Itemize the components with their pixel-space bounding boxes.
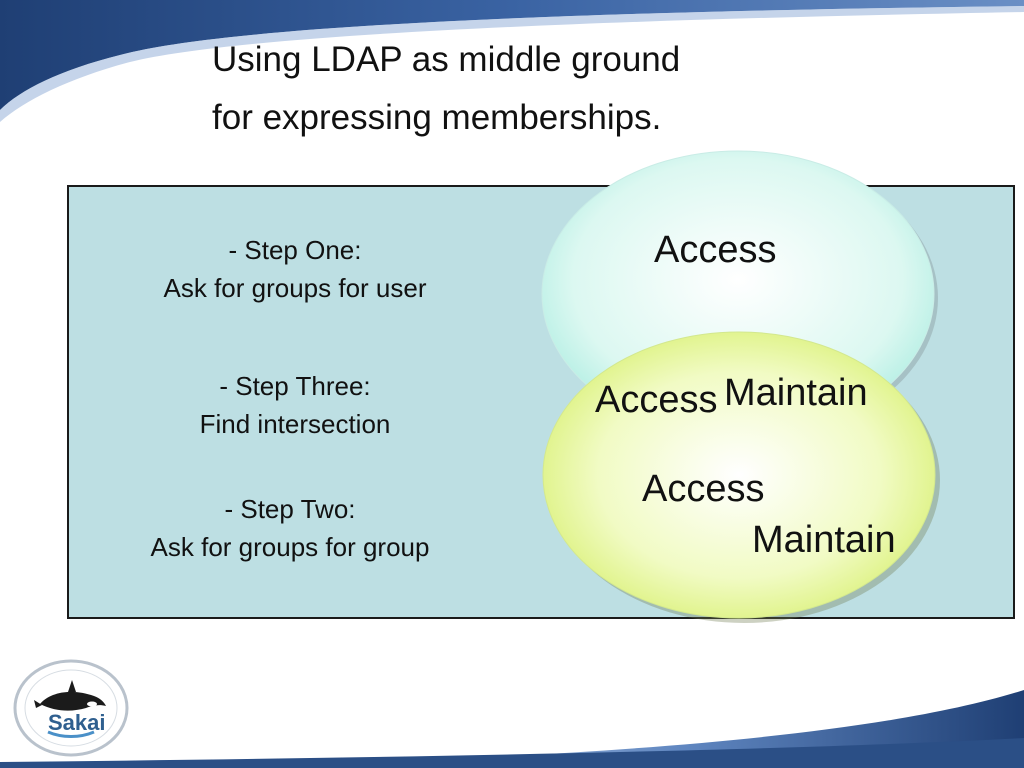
bottom-banner-stripe bbox=[0, 738, 1024, 768]
step-three-heading: - Step Three: bbox=[219, 371, 371, 401]
top-banner-shape bbox=[0, 0, 1024, 110]
step-two-heading: - Step Two: bbox=[224, 494, 356, 524]
slide-title-line-2: for expressing memberships. bbox=[212, 98, 662, 137]
top-circle-label: Access bbox=[654, 229, 777, 271]
sakai-wordmark: Sakai bbox=[48, 710, 106, 735]
step-one: - Step One: Ask for groups for user bbox=[130, 231, 460, 307]
step-two-detail: Ask for groups for group bbox=[150, 532, 430, 562]
step-one-detail: Ask for groups for user bbox=[163, 273, 427, 303]
step-three: - Step Three: Find intersection bbox=[130, 367, 460, 443]
step-two: - Step Two: Ask for groups for group bbox=[110, 490, 470, 566]
step-one-heading: - Step One: bbox=[228, 235, 362, 265]
step-three-detail: Find intersection bbox=[199, 409, 391, 439]
bottom-circle-label-maintain: Maintain bbox=[752, 519, 896, 561]
slide-title-line-1: Using LDAP as middle ground bbox=[212, 40, 681, 79]
overlap-label-access: Access bbox=[595, 379, 718, 421]
top-banner-highlight bbox=[0, 6, 1024, 122]
bottom-circle-label-access: Access bbox=[642, 468, 765, 510]
bottom-circle bbox=[542, 331, 936, 619]
sakai-logo: Sakai bbox=[12, 658, 130, 758]
overlap-label-maintain: Maintain bbox=[724, 372, 868, 414]
venn-diagram bbox=[541, 150, 940, 623]
sakai-logo-mark bbox=[13, 659, 129, 757]
